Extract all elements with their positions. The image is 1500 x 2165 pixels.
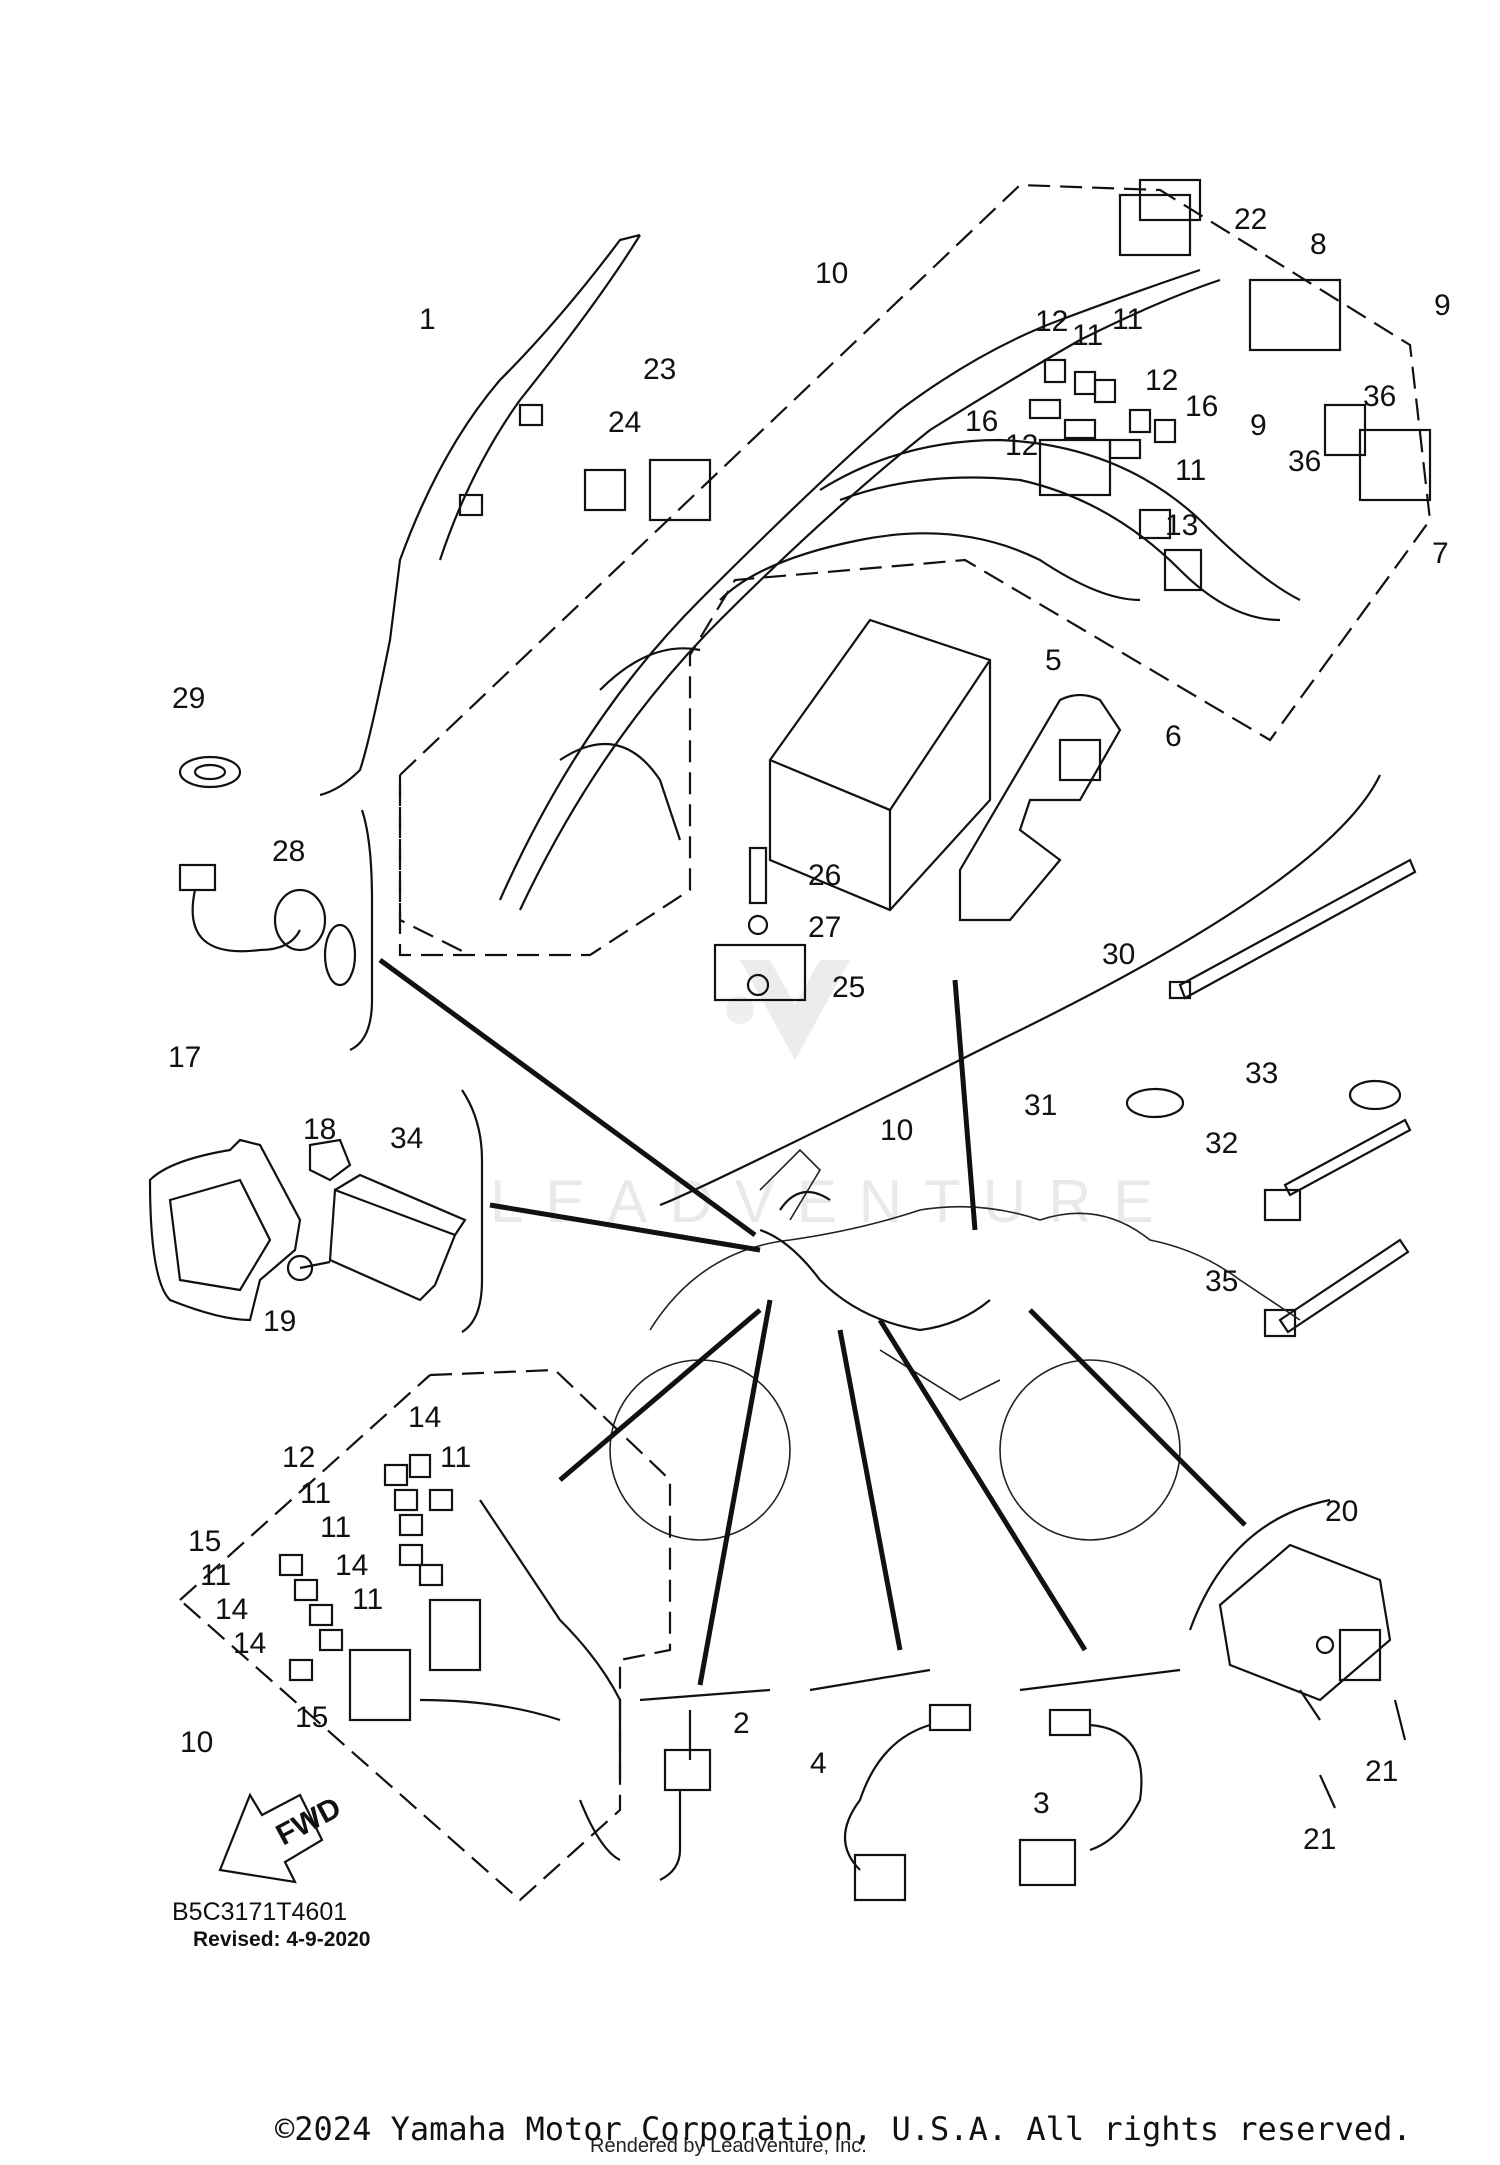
- fwd-arrow-icon: [218, 1792, 324, 1884]
- battery-5: [768, 618, 992, 912]
- callout-9a: 9: [1434, 289, 1451, 322]
- screw-19: [286, 1254, 331, 1282]
- callout-17: 17: [168, 1041, 201, 1074]
- callout-labels: 1 2 3 4 5 6 7 8 9 9 10 10 10 11 11 11 12…: [168, 203, 1451, 1856]
- callout-14b: 14: [335, 1549, 368, 1582]
- callout-19: 19: [263, 1305, 296, 1338]
- callout-6: 6: [1165, 720, 1182, 753]
- callout-33: 33: [1245, 1057, 1278, 1090]
- module-34: [328, 1188, 457, 1302]
- callout-12c: 12: [1005, 429, 1038, 462]
- callout-24: 24: [608, 406, 641, 439]
- cable-tie-32: [1263, 1118, 1412, 1222]
- callout-15a: 15: [188, 1525, 221, 1558]
- callout-11-lower-a: 11: [440, 1441, 471, 1474]
- callout-7: 7: [1432, 537, 1449, 570]
- callout-21b: 21: [1303, 1823, 1336, 1856]
- callout-4: 4: [810, 1747, 827, 1780]
- sensor-3: [1018, 1708, 1143, 1887]
- cable-tie-35: [1263, 1238, 1410, 1338]
- clip-18: [308, 1138, 352, 1182]
- callout-21a: 21: [1365, 1755, 1398, 1788]
- callout-1: 1: [419, 303, 436, 336]
- relay-7: [1358, 428, 1432, 502]
- callout-11-lower-e: 11: [352, 1583, 383, 1616]
- callout-10c: 10: [180, 1726, 213, 1759]
- bolt-21b: [1393, 1699, 1407, 1741]
- callout-36b: 36: [1288, 445, 1321, 478]
- diagram-code: B5C3171T4601: [172, 1898, 348, 1926]
- callout-11a: 11: [1072, 319, 1103, 352]
- washer-27: [747, 914, 769, 936]
- callout-16b: 16: [1185, 390, 1218, 423]
- callout-11b: 11: [1112, 303, 1143, 336]
- connector-22: [1118, 193, 1192, 257]
- callout-30: 30: [1102, 938, 1135, 971]
- callout-32: 32: [1205, 1127, 1238, 1160]
- callout-12a: 12: [1035, 305, 1068, 338]
- relay-8: [1248, 278, 1342, 352]
- revised-date: Revised: 4-9-2020: [193, 1928, 371, 1951]
- rendered-by: Rendered by LeadVenture, Inc.: [590, 2135, 867, 2157]
- callout-5: 5: [1045, 644, 1062, 677]
- connector-23: [648, 458, 712, 522]
- callout-14c: 14: [215, 1593, 248, 1626]
- callout-25: 25: [832, 971, 865, 1004]
- callout-34: 34: [390, 1122, 423, 1155]
- bolt-26: [748, 846, 768, 905]
- main-harness-outline: [398, 183, 1432, 957]
- grommet-29: [178, 755, 242, 789]
- sensor-4: [843, 1703, 972, 1902]
- callout-11-lower-d: 11: [200, 1559, 231, 1592]
- battery-cover-6: [958, 693, 1122, 922]
- callout-9b: 9: [1250, 409, 1267, 442]
- harness-lead-1: [319, 233, 641, 797]
- socket-28: [178, 863, 357, 987]
- callout-13: 13: [1165, 509, 1198, 542]
- callout-16a: 16: [965, 405, 998, 438]
- callout-11-lower-b: 11: [300, 1477, 331, 1510]
- callout-14a: 14: [408, 1401, 441, 1434]
- callout-12-lower: 12: [282, 1441, 315, 1474]
- callout-22: 22: [1234, 203, 1267, 236]
- callout-2: 2: [733, 1707, 750, 1740]
- cable-tie-30: [1168, 858, 1417, 1000]
- fuse-cluster-top: [1028, 358, 1177, 540]
- main-harness-bundle: [498, 268, 1201, 901]
- callout-28: 28: [272, 835, 305, 868]
- callout-23: 23: [643, 353, 676, 386]
- connector-24: [583, 468, 627, 512]
- callout-8: 8: [1310, 228, 1327, 261]
- callout-14d: 14: [233, 1627, 266, 1660]
- leader-lines: [378, 957, 1247, 1686]
- callout-10a: 10: [815, 257, 848, 290]
- callout-31: 31: [1024, 1089, 1057, 1122]
- callout-27: 27: [808, 911, 841, 944]
- watermark-text: LEADVENTURE: [490, 1168, 1175, 1235]
- fwd-label: FWD: [271, 1791, 347, 1852]
- callout-20: 20: [1325, 1495, 1358, 1528]
- callout-10b: 10: [880, 1114, 913, 1147]
- clamp-33: [1348, 1079, 1402, 1111]
- callout-18: 18: [303, 1113, 336, 1146]
- callout-36a: 36: [1363, 380, 1396, 413]
- callout-15b: 15: [295, 1701, 328, 1734]
- bolt-21a: [1318, 1774, 1337, 1809]
- callout-29: 29: [172, 682, 205, 715]
- callout-11-lower-c: 11: [320, 1511, 351, 1544]
- callout-12b: 12: [1145, 364, 1178, 397]
- clamp-31: [1125, 1087, 1185, 1119]
- cover-17: [148, 1138, 302, 1322]
- copyright-notice: ©2024 Yamaha Motor Corporation, U.S.A. A…: [275, 2110, 1412, 2148]
- callout-11c: 11: [1175, 454, 1206, 487]
- callout-26: 26: [808, 859, 841, 892]
- sensor-2: [659, 1710, 712, 1881]
- fuse-cluster-lower: [278, 1453, 454, 1682]
- ecu-20: [1218, 1543, 1392, 1721]
- callout-35: 35: [1205, 1265, 1238, 1298]
- bracket-25: [713, 943, 807, 1002]
- callout-3: 3: [1033, 1787, 1050, 1820]
